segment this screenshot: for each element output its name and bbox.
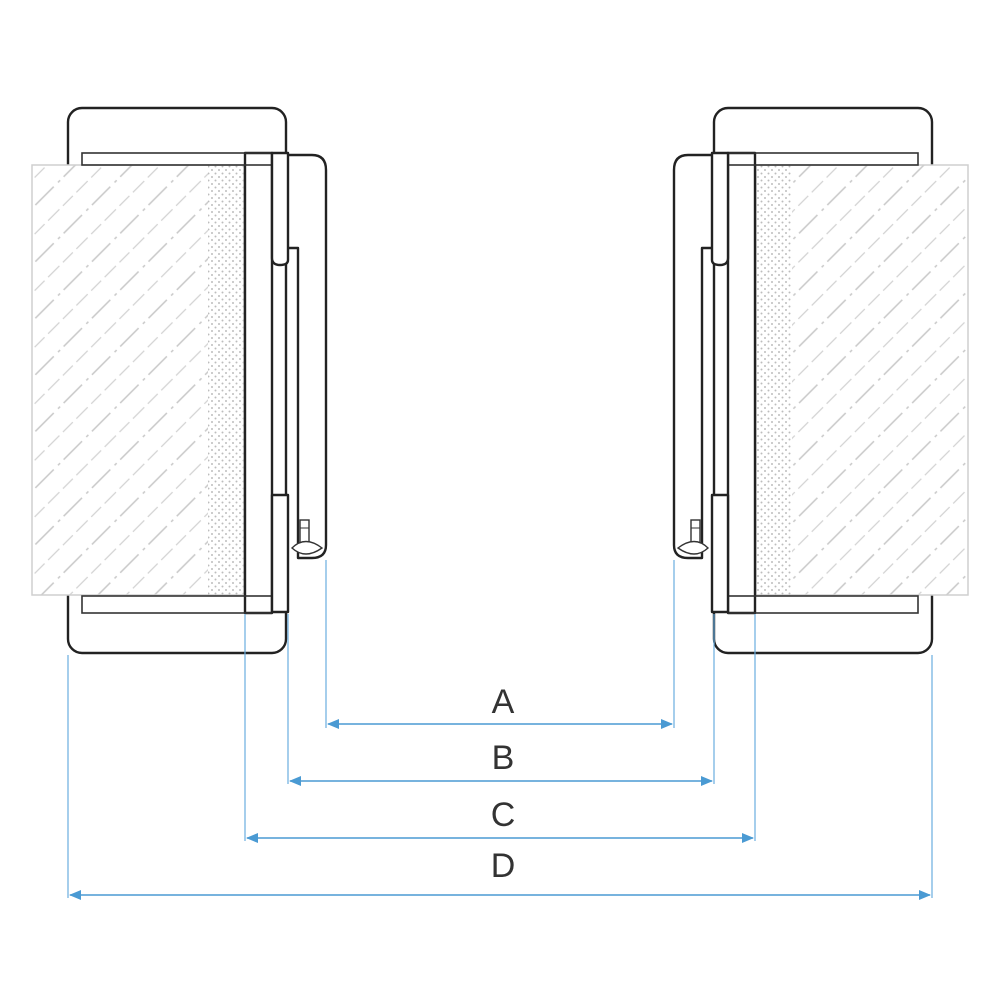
left-insulation [208,165,245,595]
dimension-label-a: A [492,683,515,721]
right-jamb [672,106,969,655]
left-door-leaf [285,153,328,560]
right-jamb-board [726,151,757,615]
right-insulation [755,165,792,595]
left-seal-icon [290,519,324,555]
dimension-d: D [69,847,931,900]
dimension-label-d: D [491,847,516,885]
right-seal-icon [676,519,710,555]
left-jamb [31,106,328,655]
dimension-label-c: C [491,796,516,834]
dimension-c: C [246,796,754,843]
dimension-a: A [327,683,673,729]
right-door-leaf [672,153,715,560]
left-jamb-board [243,151,274,615]
extension-lines [67,560,933,898]
dimension-b: B [289,739,713,786]
dimension-label-b: B [492,739,515,777]
